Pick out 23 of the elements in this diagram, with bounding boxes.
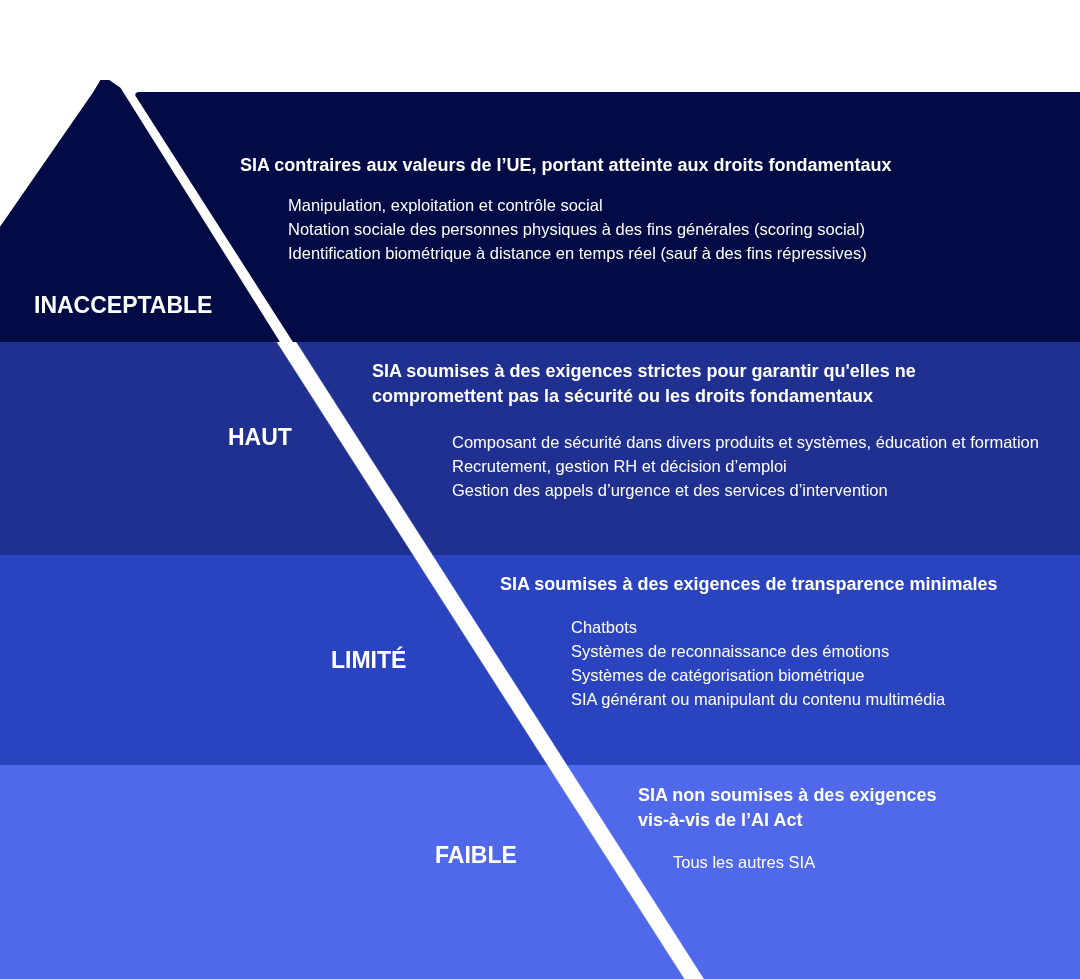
example-item: Notation sociale des personnes physiques à des fins générales (scoring social)	[288, 219, 866, 240]
category-heading: SIA soumises à des exigences strictes pour garantir qu'elles ne compromettent pas la sécurité ou les droits fondamentaux	[372, 360, 917, 408]
risk-level-label: FAIBLE	[435, 842, 517, 869]
example-item: Chatbots	[571, 617, 639, 638]
risk-level-band	[0, 80, 1080, 342]
example-item: Systèmes de catégorisation biométrique	[571, 665, 866, 686]
risk-level-band	[0, 765, 1080, 979]
risk-level-label: INACCEPTABLE	[34, 292, 213, 319]
example-item: Systèmes de reconnaissance des émotions	[571, 641, 891, 662]
risk-level-band	[0, 555, 1080, 765]
category-heading: SIA soumises à des exigences de transparence minimales	[500, 573, 999, 596]
example-item: Tous les autres SIA	[673, 852, 817, 873]
example-item: Composant de sécurité dans divers produits et systèmes, éducation et formation	[452, 432, 1040, 453]
example-item: Manipulation, exploitation et contrôle social	[288, 195, 604, 216]
example-item: Identification biométrique à distance en temps réel (sauf à des fins répressives)	[288, 243, 868, 264]
example-item: Gestion des appels d’urgence et des services d’intervention	[452, 480, 889, 501]
example-item: SIA générant ou manipulant du contenu multimédia	[571, 689, 947, 710]
example-item: Recrutement, gestion RH et décision d’emploi	[452, 456, 788, 477]
category-heading: SIA contraires aux valeurs de l’UE, portant atteinte aux droits fondamentaux	[240, 154, 893, 177]
category-heading: SIA non soumises à des exigences vis-à-vis de l’AI Act	[638, 784, 938, 832]
risk-level-label: HAUT	[228, 424, 292, 451]
risk-level-label: LIMITÉ	[331, 647, 407, 674]
risk-level-band	[0, 342, 1080, 555]
